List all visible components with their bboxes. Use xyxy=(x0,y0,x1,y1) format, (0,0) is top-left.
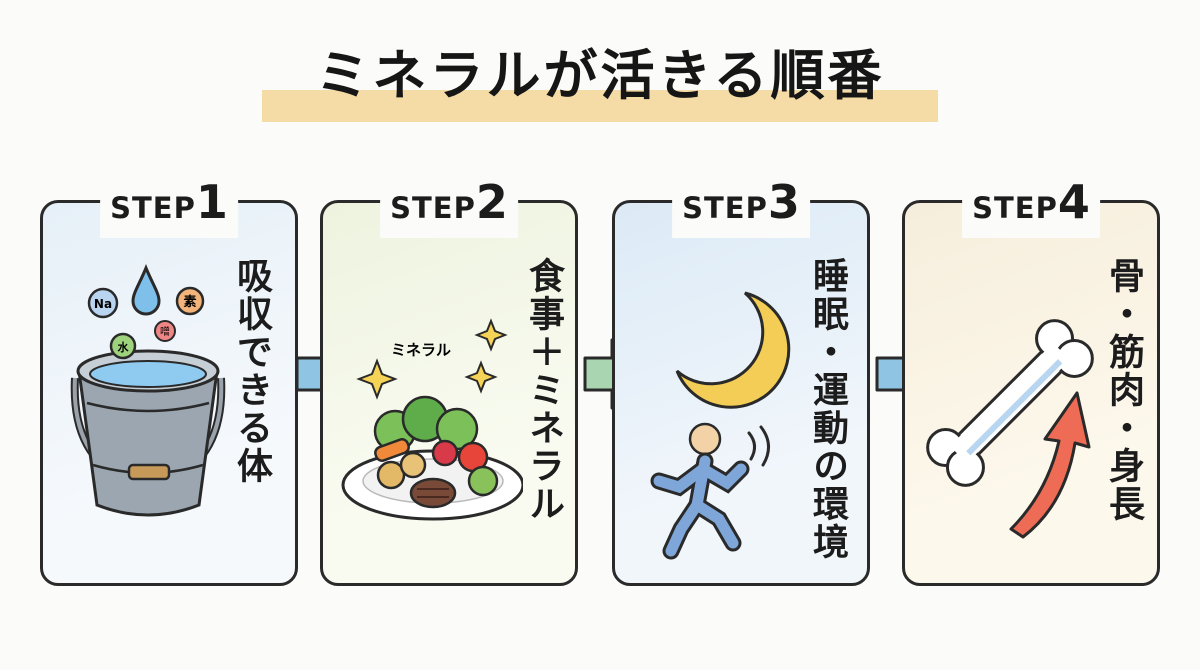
title-highlight xyxy=(262,90,938,122)
mineral-label: ミネラル xyxy=(391,341,451,359)
bone-growth-icon xyxy=(926,319,1094,539)
step-number: 4 xyxy=(1057,175,1090,229)
step-card-3: STEP3 睡眠・運動の環境 xyxy=(612,177,870,586)
step-word: STEP xyxy=(110,191,196,225)
water-bucket-icon: Na 素 噌 水 xyxy=(70,264,226,517)
step-number: 3 xyxy=(767,175,800,229)
step-card-1: STEP1 Na 素 噌 水 吸収できる体 xyxy=(40,177,298,586)
step-word: STEP xyxy=(972,191,1058,225)
step-label-1: STEP1 xyxy=(100,177,238,238)
step-card-2: STEP2 ミネラル 食事＋ミネラル xyxy=(320,177,578,586)
step-number: 2 xyxy=(475,175,508,229)
small-element-label: 噌 xyxy=(160,325,170,338)
step-word: STEP xyxy=(682,191,768,225)
na-label: Na xyxy=(94,297,112,311)
step-number: 1 xyxy=(195,175,228,229)
step-text-1: 吸収できる体 xyxy=(231,257,272,485)
step-text-3: 睡眠・運動の環境 xyxy=(807,257,848,561)
step-label-4: STEP4 xyxy=(962,177,1100,238)
moon-runner-icon xyxy=(650,291,791,560)
page-title: ミネラルが活きる順番 xyxy=(315,44,885,107)
water-label: 水 xyxy=(118,340,130,354)
title-container: ミネラルが活きる順番 xyxy=(0,40,1200,112)
step-label-2: STEP2 xyxy=(380,177,518,238)
step-text-4: 骨・筋肉・身長 xyxy=(1103,257,1144,523)
step-label-3: STEP3 xyxy=(672,177,810,238)
step-word: STEP xyxy=(390,191,476,225)
food-plate-icon: ミネラル xyxy=(341,318,523,521)
step-text-2: 食事＋ミネラル xyxy=(523,257,564,523)
element-label: 素 xyxy=(183,294,196,310)
step-card-4: STEP4 骨・筋肉・身長 xyxy=(902,177,1160,586)
